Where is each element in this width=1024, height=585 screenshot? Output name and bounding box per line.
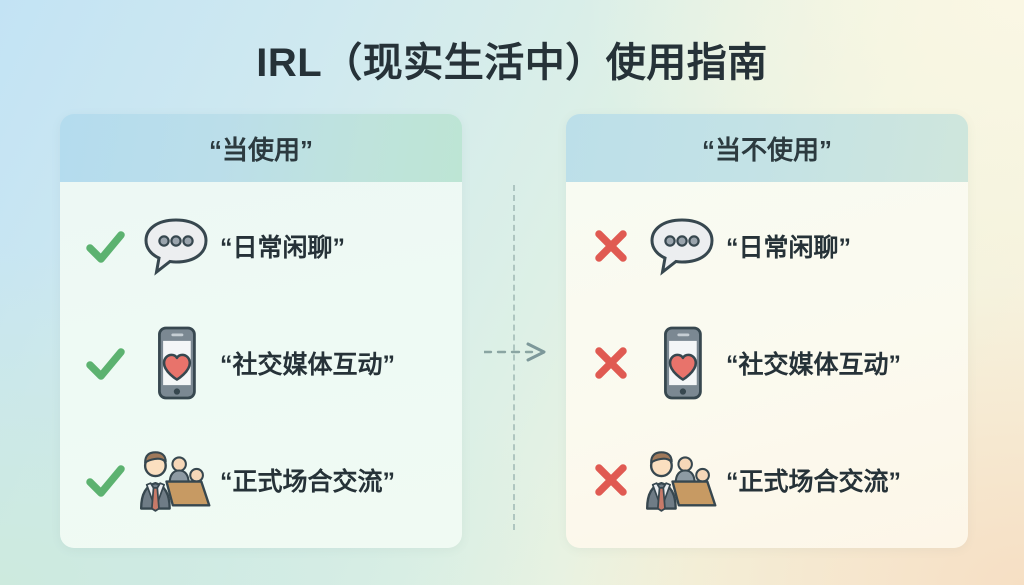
list-item: “日常闲聊” (60, 190, 462, 302)
cross-icon (588, 340, 634, 386)
list-item-label: “社交媒体互动” (220, 350, 396, 379)
phone-heart-icon (644, 319, 720, 407)
check-icon (82, 340, 128, 386)
list-item-label: “正式场合交流” (726, 467, 902, 496)
list-item: “日常闲聊” (566, 190, 968, 302)
list-item: “正式场合交流” (60, 424, 462, 536)
speech-bubble-icon (138, 202, 214, 290)
list-item: “社交媒体互动” (60, 307, 462, 419)
cross-icon (588, 223, 634, 269)
phone-heart-icon (138, 319, 214, 407)
list-item-label: “日常闲聊” (726, 234, 852, 263)
meeting-icon (644, 436, 720, 524)
speech-bubble-icon (644, 202, 720, 290)
panel-divider-line (513, 185, 515, 530)
list-item-label: “正式场合交流” (220, 467, 396, 496)
list-item-label: “社交媒体互动” (726, 350, 902, 379)
list-item-label: “日常闲聊” (220, 234, 346, 263)
meeting-icon (138, 436, 214, 524)
panel-header-left: “当使用” (60, 114, 462, 182)
cross-icon (588, 457, 634, 503)
dashed-arrow-right-icon (482, 338, 548, 366)
panel-body-left: “日常闲聊” “社交媒体互动” (60, 182, 462, 548)
list-item: “社交媒体互动” (566, 307, 968, 419)
check-icon (82, 457, 128, 503)
panel-header-right: “当不使用” (566, 114, 968, 182)
list-item: “正式场合交流” (566, 424, 968, 536)
panel-body-right: “日常闲聊” “社交媒体互动” (566, 182, 968, 548)
panel-when-to-use: “当使用” “日常闲聊” (60, 114, 462, 548)
page-title: IRL（现实生活中）使用指南 (256, 41, 768, 85)
panel-when-not-to-use: “当不使用” “日常闲聊” (566, 114, 968, 548)
check-icon (82, 223, 128, 269)
